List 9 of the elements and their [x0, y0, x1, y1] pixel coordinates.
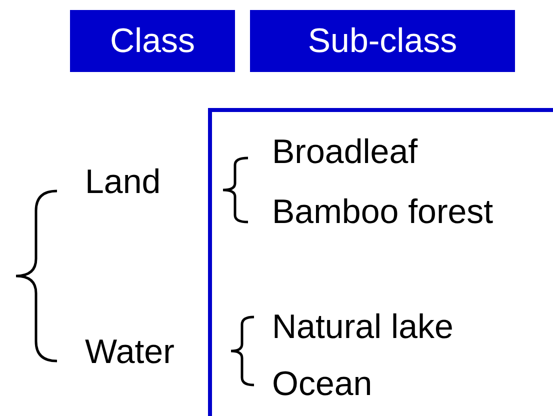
- subclass-label: Broadleaf: [272, 132, 418, 172]
- class-label: Land: [85, 162, 161, 202]
- subclass-label: Natural lake: [272, 307, 454, 347]
- header-box: Sub-class: [250, 10, 515, 72]
- outline-frame: [208, 108, 553, 416]
- header-box: Class: [70, 10, 235, 72]
- subclass-label: Ocean: [272, 364, 372, 404]
- class-label: Water: [85, 332, 174, 372]
- subclass-label: Bamboo forest: [272, 192, 494, 232]
